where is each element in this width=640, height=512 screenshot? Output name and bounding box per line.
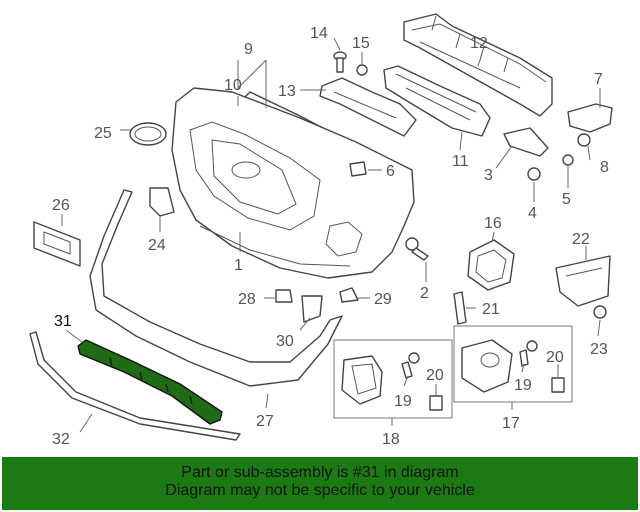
banner-line-1: Part or sub-assembly is #31 in diagram (181, 464, 459, 481)
callout-12: 12 (470, 35, 488, 52)
callout-4: 4 (528, 205, 537, 222)
part-3-bracket (503, 127, 549, 157)
part-22-bracket (555, 255, 611, 307)
callout-7: 7 (594, 71, 603, 88)
part-7-bracket (567, 103, 613, 133)
callout-2: 2 (420, 285, 429, 302)
part-31-highlighted (77, 339, 223, 425)
part-26-plate (33, 221, 81, 267)
part-32-strip (29, 331, 241, 441)
part-24-bracket (149, 187, 175, 217)
part-20-clip-right (551, 377, 565, 393)
callout-19a: 19 (394, 393, 412, 410)
callout-20b: 20 (546, 349, 564, 366)
part-25-emblem (129, 122, 167, 146)
part-30-bracket (301, 295, 323, 323)
part-8-bolt (577, 133, 591, 147)
part-21-strip (453, 291, 467, 325)
callout-3: 3 (484, 167, 493, 184)
callout-22: 22 (572, 231, 590, 248)
callout-21: 21 (482, 301, 500, 318)
part-19-screw-left (401, 352, 420, 379)
callout-23: 23 (590, 341, 608, 358)
callout-10: 10 (224, 77, 242, 94)
callout-17: 17 (502, 415, 520, 432)
callout-11: 11 (452, 153, 469, 170)
callout-6: 6 (386, 163, 395, 180)
leader-lines (61, 37, 601, 433)
info-banner: Part or sub-assembly is #31 in diagram D… (2, 457, 638, 510)
callout-8: 8 (600, 159, 609, 176)
callout-15: 15 (352, 35, 370, 52)
callout-9: 9 (244, 41, 253, 58)
callout-26: 26 (52, 197, 70, 214)
callout-29: 29 (374, 291, 392, 308)
callout-13: 13 (278, 83, 296, 100)
callout-18: 18 (382, 431, 400, 448)
part-11-absorber (383, 65, 491, 137)
part-2-bolt (405, 237, 429, 261)
part-23-bolt (593, 305, 607, 319)
callout-19b: 19 (514, 377, 532, 394)
part-15-clip (356, 64, 368, 76)
part-14-bolt (333, 51, 347, 73)
part-28-clip (275, 289, 293, 303)
callout-16: 16 (484, 215, 502, 232)
part-29-clip (339, 287, 359, 303)
callout-32: 32 (52, 431, 70, 448)
callout-25: 25 (94, 125, 112, 142)
part-13-bracket (319, 77, 417, 137)
callout-30: 30 (276, 333, 294, 350)
part-19-screw-right (519, 340, 538, 367)
part-20-clip-left (429, 395, 443, 411)
part-4-screw (527, 167, 541, 181)
callout-14: 14 (310, 25, 328, 42)
part-6-bracket (349, 161, 367, 177)
part-5-screw (562, 154, 574, 166)
part-1-bumper-cover (171, 87, 415, 279)
callout-31: 31 (54, 313, 72, 330)
part-16-bezel (467, 239, 515, 291)
callout-1: 1 (234, 257, 243, 274)
part-18-bezel-left (341, 355, 383, 405)
box-18 (333, 339, 453, 419)
banner-line-2: Diagram may not be specific to your vehi… (165, 482, 475, 499)
callout-numbers: 1 2 3 4 5 6 7 8 9 10 11 12 13 14 15 16 1… (52, 25, 609, 448)
callout-28: 28 (238, 291, 256, 308)
callout-27: 27 (256, 413, 274, 430)
part-17-bezel-right (461, 339, 513, 393)
part-27-lower-cover (89, 189, 343, 387)
callout-5: 5 (562, 191, 571, 208)
callout-24: 24 (148, 237, 166, 254)
callout-20a: 20 (426, 367, 444, 384)
box-17 (453, 325, 573, 403)
parts-diagram: 1 2 3 4 5 6 7 8 9 10 11 12 13 14 15 16 1… (29, 13, 613, 448)
